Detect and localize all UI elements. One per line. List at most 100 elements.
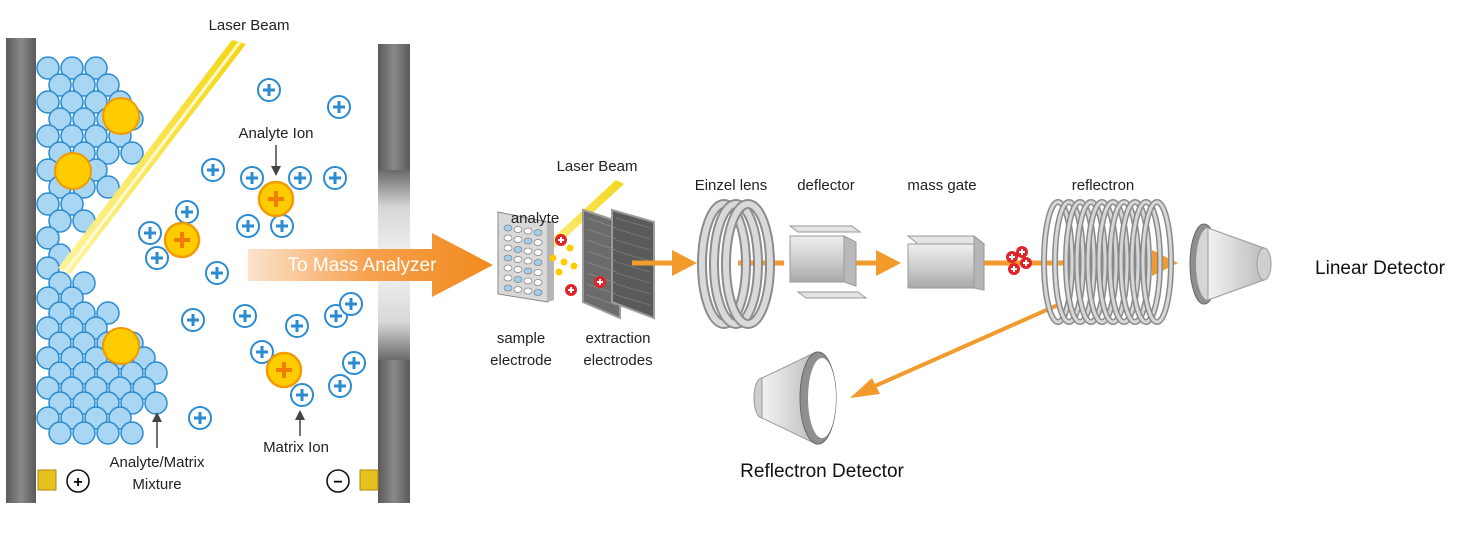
matrix-ions: [138, 78, 366, 430]
analyte-ion-icon: [163, 221, 201, 259]
laser-beam-label-right: Laser Beam: [557, 158, 638, 175]
linear-detector-label: Linear Detector: [1315, 258, 1446, 279]
matrix-molecule: [72, 107, 96, 131]
sample-spots: [503, 224, 578, 296]
matrix-molecule: [48, 107, 72, 131]
mixture-label-line2: Mixture: [132, 476, 181, 493]
deflector: [788, 225, 868, 299]
extraction-electrodes-label-line2: electrodes: [583, 352, 652, 369]
ions-in-source: [555, 234, 606, 296]
matrix-molecule: [144, 391, 168, 415]
matrix-ion-icon: [285, 314, 309, 338]
ion-packet: [1006, 246, 1032, 275]
anode-plate: [6, 38, 36, 503]
deflector-label: deflector: [797, 177, 855, 194]
matrix-ion-icon: [145, 246, 169, 270]
matrix-ion-icon: [270, 214, 294, 238]
matrix-ion-icon: [181, 308, 205, 332]
matrix-molecule: [36, 192, 60, 216]
matrix-molecule: [96, 421, 120, 445]
matrix-ion-icon: [188, 406, 212, 430]
positive-ion-icon: [594, 276, 606, 288]
matrix-molecule: [60, 56, 84, 80]
matrix-molecule: [84, 56, 108, 80]
matrix-ion-icon: [205, 261, 229, 285]
analyte-molecule: [54, 152, 92, 190]
matrix-molecule: [72, 73, 96, 97]
positive-ion-icon: [1006, 251, 1018, 263]
reflectron-detector-label: Reflectron Detector: [740, 461, 904, 482]
reflectron-detector: [753, 351, 837, 445]
anode-connector: [37, 469, 57, 491]
matrix-molecule: [36, 124, 60, 148]
analyte-molecule: [102, 97, 140, 135]
laser-beam-label-left: Laser Beam: [209, 17, 290, 34]
anode-symbol-icon: +: [66, 469, 90, 493]
matrix-crystal-bed: [36, 56, 168, 445]
to-mass-analyzer-arrow: To Mass Analyzer: [248, 233, 493, 297]
matrix-molecule: [72, 421, 96, 445]
sample-electrode-label-line2: electrode: [490, 352, 552, 369]
cathode-symbol-icon: −: [326, 469, 350, 493]
matrix-ion-icon: [323, 166, 347, 190]
embedded-analyte-molecules: [54, 97, 140, 365]
matrix-ion-icon: [328, 374, 352, 398]
matrix-ion-icon: [233, 304, 257, 328]
einzel-lens: [697, 199, 775, 329]
matrix-molecule: [60, 90, 84, 114]
matrix-molecule: [36, 56, 60, 80]
matrix-ion-icon: [250, 340, 274, 364]
matrix-molecule: [36, 90, 60, 114]
matrix-ion-icon: [339, 292, 363, 316]
matrix-ion-icon: [342, 351, 366, 375]
cathode-connector: [359, 469, 379, 491]
matrix-ion-label: Matrix Ion: [263, 439, 329, 456]
matrix-molecule: [84, 124, 108, 148]
matrix-molecule: [36, 226, 60, 250]
matrix-molecule: [48, 73, 72, 97]
cathode-symbol: −: [333, 474, 342, 491]
matrix-molecule: [60, 192, 84, 216]
matrix-ion-icon: [236, 214, 260, 238]
analyte-label: analyte: [511, 210, 559, 227]
matrix-molecule: [120, 141, 144, 165]
positive-ion-icon: [1016, 246, 1028, 258]
analyte-ions: [163, 180, 303, 389]
matrix-ion-icon: [175, 200, 199, 224]
matrix-molecule: [48, 421, 72, 445]
matrix-ion-icon: [240, 166, 264, 190]
matrix-molecule: [60, 124, 84, 148]
matrix-molecule: [96, 73, 120, 97]
positive-ion-icon: [1020, 257, 1032, 269]
analyte-ion-icon: [257, 180, 295, 218]
to-mass-analyzer-label: To Mass Analyzer: [288, 255, 438, 276]
matrix-molecule: [48, 209, 72, 233]
linear-detector: [1189, 223, 1272, 305]
matrix-ion-icon: [327, 95, 351, 119]
positive-ion-icon: [555, 234, 567, 246]
analyte-ion-icon: [265, 351, 303, 389]
mass-gate-label: mass gate: [907, 177, 976, 194]
sample-electrode-label-line1: sample: [497, 330, 545, 347]
reflectron: [1041, 199, 1174, 325]
laser-beam-core: [64, 42, 241, 272]
mass-gate: [906, 234, 986, 291]
positive-ion-icon: [565, 284, 577, 296]
analyte-ion-label: Analyte Ion: [238, 125, 313, 142]
matrix-ion-icon: [138, 221, 162, 245]
anode-symbol: +: [73, 474, 82, 491]
analyte-molecule: [102, 327, 140, 365]
positive-ion-icon: [1008, 263, 1020, 275]
matrix-ion-icon: [257, 78, 281, 102]
matrix-ion-icon: [288, 166, 312, 190]
mixture-label-line1: Analyte/Matrix: [109, 454, 205, 471]
einzel-lens-label: Einzel lens: [695, 177, 768, 194]
matrix-molecule: [120, 421, 144, 445]
matrix-ion-icon: [290, 383, 314, 407]
matrix-molecule: [84, 90, 108, 114]
reflectron-label: reflectron: [1072, 177, 1135, 194]
sample-electrode: [497, 211, 578, 303]
extraction-electrodes-label-line1: extraction: [585, 330, 650, 347]
